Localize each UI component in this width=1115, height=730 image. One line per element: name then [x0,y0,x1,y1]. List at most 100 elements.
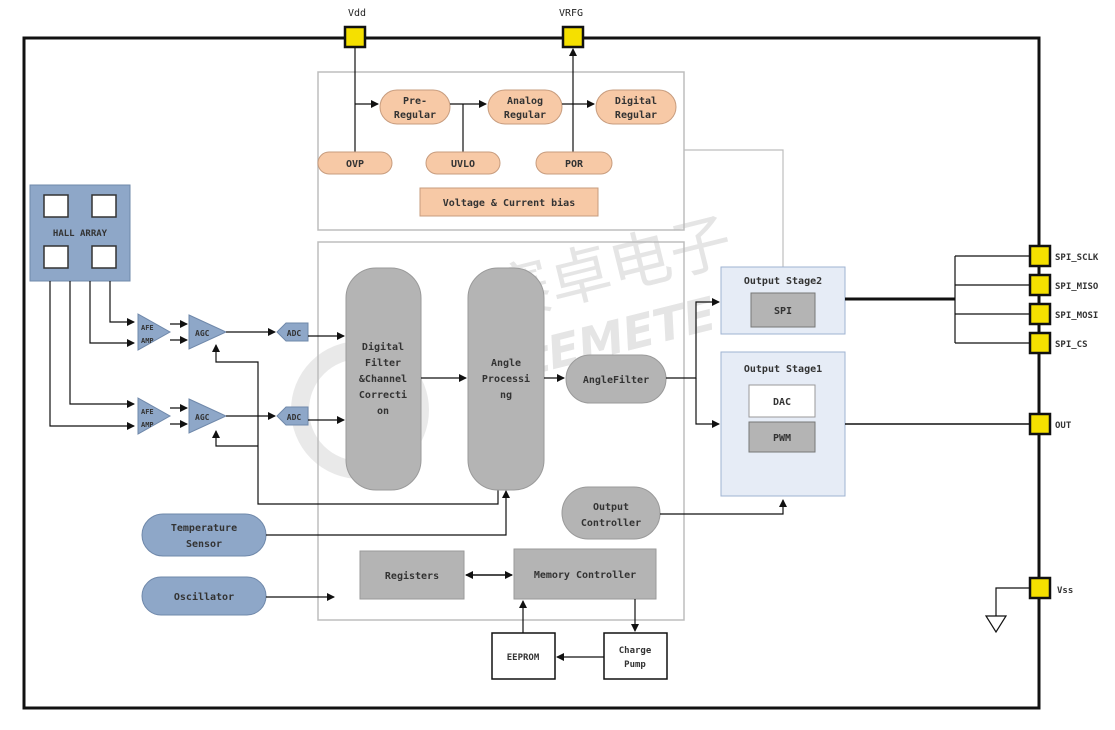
bias-to-output-line [684,149,784,268]
por-block: POR [535,151,613,175]
dac-label: DAC [773,397,791,408]
temp-line1: Temperature [171,523,237,534]
pin-spi-miso: SPI_MISO [1028,273,1099,297]
analog-regular-line2: Regular [504,110,546,121]
adc-2: ADC [276,406,309,426]
dsp-section [317,241,685,621]
charge-pump-block: Charge Pump [603,632,668,680]
afe2-label-a: AFE [141,408,154,416]
analog-regular-block: Analog Regular [487,89,563,125]
pin-vdd-label: Vdd [348,8,366,19]
digital-regular-line1: Digital [615,95,657,107]
agc-2: AGC [188,398,228,434]
temp-line2: Sensor [186,539,222,550]
output-controller-line1: Output [593,502,629,513]
pre-regular-line2: Regular [394,110,436,121]
pin-vss-label: Vss [1057,586,1073,596]
hall-sensor [43,245,69,269]
oscillator-label: Oscillator [174,591,234,603]
temp-to-angle [266,490,510,536]
pin-spi-mosi-label: SPI_MOSI [1055,311,1098,321]
agc1-label: AGC [195,329,210,338]
charge-pump-line1: Charge [619,646,652,656]
eeprom-block: EEPROM [491,632,556,680]
filter-line-2: Filter [365,357,401,369]
hall-sensor [91,194,117,218]
angle-filter-label: AngleFilter [583,374,649,386]
output-stage1-block: Output Stage1 DAC PWM [720,351,846,497]
memory-wiring [519,599,639,661]
analog-regular-line1: Analog [507,96,543,107]
por-label: POR [565,159,584,170]
digital-filter-block: Digital Filter &Channel Correcti on [345,267,422,491]
spi-label: SPI [774,306,792,317]
angle-line-3: ng [500,390,512,401]
chip-frame [22,36,1041,710]
output-stage2-block: Output Stage2 SPI [720,266,846,335]
eeprom-label: EEPROM [507,653,540,663]
memory-controller-block: Memory Controller [513,548,657,600]
angle-processing-block: Angle Processi ng [467,267,545,491]
pin-spi-mosi: SPI_MOSI [1028,302,1098,326]
hall-sensor [43,194,69,218]
agc2-label: AGC [195,413,210,422]
output-controller-block: Output Controller [561,486,661,540]
ground-symbol [984,587,1030,634]
pin-spi-sclk: SPI_SCLK [1028,244,1099,268]
memory-controller-label: Memory Controller [534,570,636,581]
output-controller-line2: Controller [581,518,641,529]
pin-out: OUT [1028,412,1072,436]
digital-regular-line2: Regular [615,110,657,121]
pin-spi-cs-label: SPI_CS [1055,340,1088,350]
pin-vss: Vss [1028,576,1073,600]
afe1-label-a: AFE [141,324,154,332]
pin-spi-cs: SPI_CS [1028,331,1088,355]
output-stage2-label: Output Stage2 [744,276,822,287]
pin-vrfg: VRFG [559,8,585,49]
hall-sensor [91,245,117,269]
pin-vdd: Vdd [343,8,367,49]
temperature-sensor-block: Temperature Sensor [141,513,267,557]
bias-block: Voltage & Current bias [419,187,599,217]
registers-label: Registers [385,570,439,582]
filter-line-5: on [377,406,389,417]
uvlo-block: UVLO [425,151,501,175]
pin-spi-miso-label: SPI_MISO [1055,282,1099,292]
angle-filter-to-output [666,298,720,428]
angle-line-2: Processi [482,373,530,385]
digital-regular-block: Digital Regular [595,89,677,125]
afe-amp-1: AFE AMP [137,313,172,351]
pre-regular-block: Pre- Regular [379,89,451,125]
pin-out-label: OUT [1055,421,1072,431]
hall-wiring [49,281,135,430]
agc-1: AGC [188,314,228,350]
pwm-label: PWM [773,433,791,444]
afe-amp-2: AFE AMP [137,397,172,435]
pin-spi-sclk-label: SPI_SCLK [1055,253,1099,263]
bias-label: Voltage & Current bias [443,197,575,209]
pre-regular-line1: Pre- [403,96,427,107]
uvlo-label: UVLO [451,159,475,170]
afe2-label-b: AMP [141,421,154,429]
angle-filter-block: AngleFilter [565,354,667,404]
angle-line-1: Angle [491,358,521,369]
spi-bus [845,255,1030,344]
power-section [317,71,685,231]
hall-array: HALL ARRAY [29,184,131,282]
agc-feedback [212,344,499,505]
ovp-block: OVP [317,151,393,175]
filter-line-4: Correcti [359,389,407,401]
oscillator-block: Oscillator [141,576,267,616]
adc1-label: ADC [287,329,302,338]
ovp-label: OVP [346,159,364,170]
adc2-label: ADC [287,413,302,422]
charge-pump-line2: Pump [624,660,646,670]
filter-line-3: &Channel [359,374,407,385]
controller-to-stage1 [660,499,787,515]
registers-block: Registers [359,550,465,600]
pin-vrfg-label: VRFG [559,8,583,19]
filter-line-1: Digital [362,341,404,353]
afe1-label-b: AMP [141,337,154,345]
adc-1: ADC [276,322,309,342]
hall-array-label: HALL ARRAY [53,229,108,239]
